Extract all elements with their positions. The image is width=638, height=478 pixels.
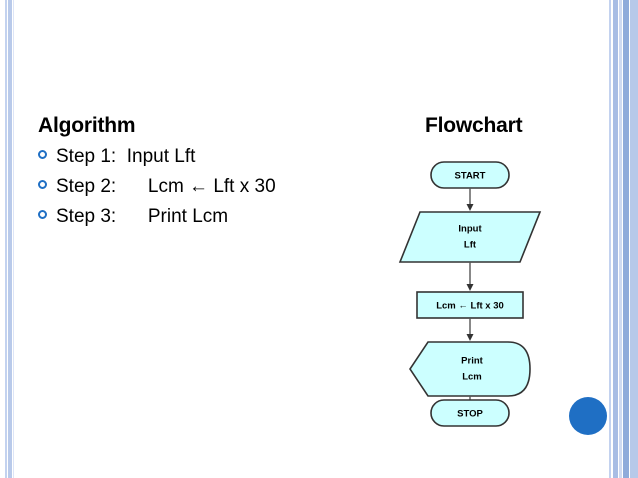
right-border-stripe-1 [609,0,611,478]
circle-bullet-icon [38,210,47,219]
blue-circle-decoration [569,397,607,435]
list-item: Step 2: Lcm ← Lft x 30 [38,176,378,206]
algorithm-step-label: Step 2: Lcm ← Lft x 30 [56,176,276,197]
algorithm-heading: Algorithm [38,114,136,137]
down-arrow-icon [466,334,474,341]
left-border-stripe-1 [5,0,7,478]
flowchart-heading: Flowchart [425,114,523,137]
right-border-stripe-5 [630,0,638,478]
flowchart-node-stop [430,399,510,427]
down-arrow-icon [466,284,474,291]
flowchart-node-process [416,291,524,319]
right-border-stripe-4 [623,0,629,478]
circle-bullet-icon [38,180,47,189]
flowchart-node-start-label: START [455,171,486,182]
list-item: Step 1: Input Lft [38,146,378,176]
right-border-stripe-3 [619,0,622,478]
flowchart-node-input [398,211,542,263]
down-arrow-icon [466,204,474,211]
algorithm-step-label: Step 3: Print Lcm [56,206,229,227]
algorithm-step-label: Step 1: Input Lft [56,146,196,167]
left-border-stripe-2 [8,0,12,478]
flowchart-node-output [409,341,531,397]
flowchart-node-input-line1: Input [458,224,482,235]
circle-bullet-icon [38,150,47,159]
left-border-stripe-3 [13,0,14,478]
flowchart-node-process-label: Lcm ← Lft x 30 [436,301,504,312]
flowchart-node-output-line1: Print [461,356,483,367]
flowchart-node-output-line2: Lcm [462,372,482,383]
flowchart-node-input-line2: Lft [464,240,477,251]
flowchart-node-stop-label: STOP [457,409,483,420]
flowchart-diagram: START Input Lft Lcm ← Lft x 30 Print Lcm [390,158,550,428]
list-item: Step 3: Print Lcm [38,206,378,236]
algorithm-list: Step 1: Input Lft Step 2: Lcm ← Lft x 30… [38,146,378,236]
right-border-stripe-2 [613,0,618,478]
